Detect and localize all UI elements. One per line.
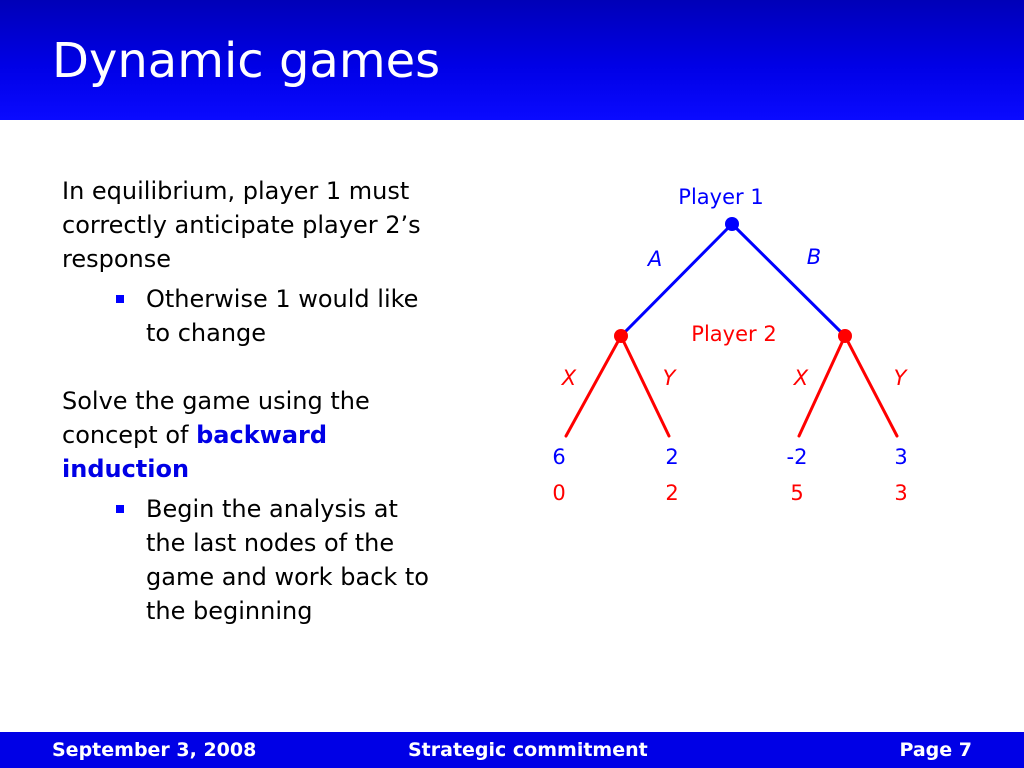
sub-bullet-text: Otherwise 1 would like to change xyxy=(146,285,419,347)
payoff-p2-yx: 5 xyxy=(790,481,803,505)
move-right-y-label: Y xyxy=(894,366,909,390)
payoff-p2-yy: 3 xyxy=(894,481,907,505)
footer-topic: Strategic commitment xyxy=(408,739,648,761)
footer-bar: September 3, 2008 Strategic commitment P… xyxy=(0,732,1024,768)
footer-page-number: Page 7 xyxy=(899,739,972,761)
slide-body: In equilibrium, player 1 must correctly … xyxy=(62,174,442,628)
payoff-p2-xy: 2 xyxy=(665,481,678,505)
payoff-p2-xx: 0 xyxy=(552,481,565,505)
branch-b xyxy=(730,222,847,338)
slide-title: Dynamic games xyxy=(52,33,441,89)
move-a-label: A xyxy=(646,247,662,271)
branch-left-y xyxy=(619,334,671,438)
sub-bullet-analysis: Begin the analysis at the last nodes of … xyxy=(116,492,442,628)
title-bar: Dynamic games xyxy=(0,0,1024,120)
sub-bullet-text: Begin the analysis at the last nodes of … xyxy=(146,495,429,625)
paragraph-text: Solve the game using the concept of xyxy=(62,387,370,449)
branch-left-x xyxy=(564,334,623,438)
paragraph-equilibrium: In equilibrium, player 1 must correctly … xyxy=(62,177,421,273)
payoff-p1-yy: 3 xyxy=(894,445,907,469)
player1-node xyxy=(725,217,739,231)
footer-date: September 3, 2008 xyxy=(52,739,257,761)
emphasis-term: backward induction xyxy=(62,421,328,483)
branch-right-y xyxy=(843,334,899,438)
move-right-x-label: X xyxy=(793,366,809,390)
payoff-p1-xx: 6 xyxy=(552,445,565,469)
player1-label: Player 1 xyxy=(678,185,763,209)
player2-node-right xyxy=(838,329,852,343)
player2-label: Player 2 xyxy=(691,322,776,346)
square-bullet-icon xyxy=(116,505,124,513)
move-left-x-label: X xyxy=(561,366,577,390)
payoff-p1-xy: 2 xyxy=(665,445,678,469)
square-bullet-icon xyxy=(116,295,124,303)
payoff-p1-yx: -2 xyxy=(787,445,808,469)
branch-a xyxy=(619,222,734,338)
sub-bullet-change: Otherwise 1 would like to change xyxy=(116,282,442,350)
player2-node-left xyxy=(614,329,628,343)
move-left-y-label: Y xyxy=(663,366,678,390)
branch-right-x xyxy=(797,334,847,438)
paragraph-backward-induction: Solve the game using the concept of back… xyxy=(62,384,442,486)
move-b-label: B xyxy=(807,245,821,269)
